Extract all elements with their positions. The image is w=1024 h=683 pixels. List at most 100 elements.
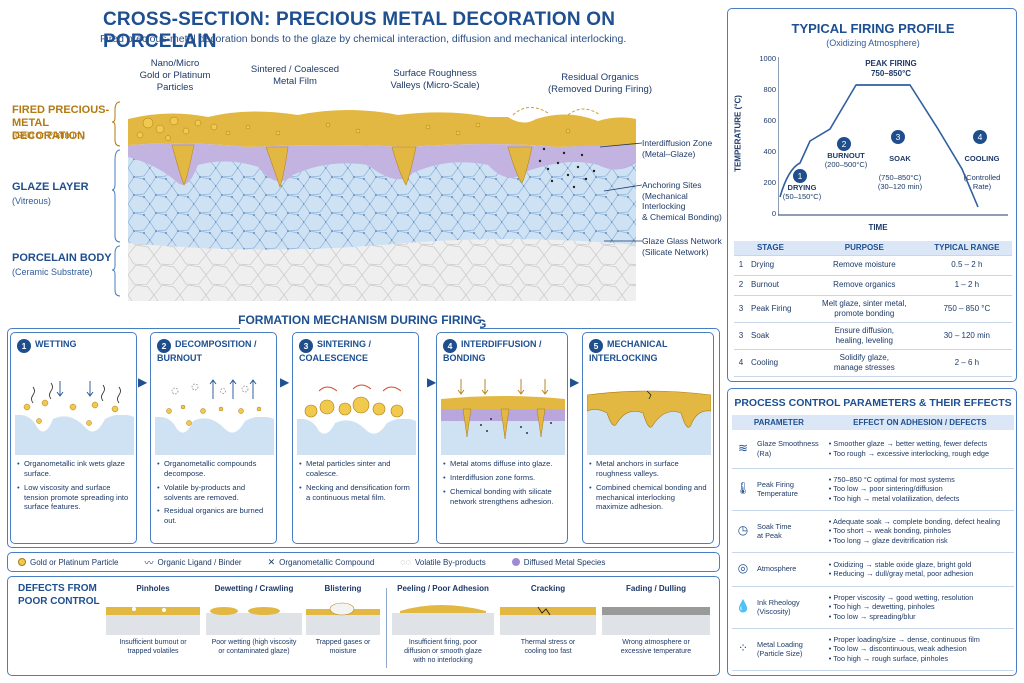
- defect-desc: Insufficient firing, poor diffusion or s…: [404, 639, 482, 664]
- phase-name: BURNOUT: [827, 151, 865, 160]
- parameter-effects: • Adequate soak → complete bonding, defe…: [825, 510, 1014, 553]
- parameter-name: Metal Loading (Particle Size): [754, 628, 826, 671]
- ytick: 0: [771, 209, 776, 218]
- defect-item: Dewetting / Crawling Poor wetting (high …: [204, 584, 304, 657]
- step-illustration: [155, 379, 274, 455]
- step-bullets: Organometallic ink wets glaze surface. L…: [17, 459, 132, 516]
- defect-illustration: [106, 607, 200, 635]
- step-bullets: Metal atoms diffuse into glaze. Interdif…: [443, 459, 563, 510]
- firing-profile-panel: TYPICAL FIRING PROFILE (Oxidizing Atmosp…: [727, 8, 1017, 382]
- effect: • Adequate soak → complete bonding, defe…: [828, 516, 1001, 526]
- phase-number: 3: [891, 130, 905, 145]
- step-title: SINTERING / COALESCENCE: [299, 339, 372, 363]
- step-number: 4: [443, 339, 457, 353]
- effect: • Too high → rough surface, pinholes: [828, 653, 949, 663]
- arrow-icon: ▶: [280, 375, 290, 389]
- firing-xlabel: TIME: [868, 223, 888, 232]
- label-organics: Residual Organics (Removed During Firing…: [547, 72, 652, 95]
- legend-bar: Gold or Platinum Particle 〰Organic Ligan…: [7, 552, 720, 572]
- stage-purpose: Remove moisture: [806, 255, 922, 276]
- col-effect: EFFECT ON ADHESION / DEFECTS: [825, 415, 1014, 430]
- swirl-icon: ◎: [732, 552, 754, 587]
- table-row: 1 Drying Remove moisture 0.5 – 2 h: [734, 255, 1012, 276]
- parameter-name: Ink Rheology (Viscosity): [754, 586, 826, 629]
- bullet: Organometallic ink wets glaze surface.: [17, 459, 132, 479]
- phase-number: 4: [973, 130, 987, 145]
- col-parameter: PARAMETER: [732, 415, 826, 430]
- defect-desc: Poor wetting (high viscosity or contamin…: [211, 639, 297, 655]
- table-row: 3 Peak Firing Melt glaze, sinter metal, …: [734, 295, 1012, 323]
- bullet: Combined chemical bonding and mechanical…: [589, 483, 709, 513]
- firing-stage-table: STAGE PURPOSE TYPICAL RANGE 1 Drying Rem…: [734, 241, 1012, 377]
- defect-desc: Wrong atmosphere or excessive temperatur…: [620, 639, 692, 655]
- label-particles: Nano/Micro Gold or Platinum Particles: [139, 58, 211, 93]
- legend-item: Gold or Platinum Particle: [18, 558, 118, 567]
- defect-illustration: [392, 605, 494, 635]
- col-range: TYPICAL RANGE: [921, 241, 1012, 256]
- arrow-icon: ▶: [570, 375, 580, 389]
- effect: • Smoother glaze → better wetting, fewer…: [828, 439, 988, 449]
- ytick: 200: [763, 178, 776, 187]
- stage-range: 2 – 6 h: [921, 349, 1012, 377]
- effect: • Reducing → dull/gray metal, poor adhes…: [828, 569, 974, 578]
- parameter-name: Glaze Smoothness (Ra): [754, 430, 826, 469]
- firing-curve: [778, 57, 1008, 216]
- step-title: INTERDIFFUSION / BONDING: [443, 339, 542, 363]
- legend-item: ◌◌Volatile By-products: [400, 557, 485, 567]
- phase-drying: 1 DRYING (50–150°C): [772, 169, 832, 202]
- bullet: Necking and densification form a continu…: [299, 483, 414, 503]
- clock-icon: ◷: [732, 510, 754, 553]
- stage-purpose: Ensure diffusion, healing, leveling: [806, 322, 922, 350]
- parameter-name: Peak Firing Temperature: [754, 468, 826, 511]
- phase-cooling: 4 COOLING (Controlled Rate): [952, 121, 1012, 191]
- defect-name: Peeling / Poor Adhesion: [397, 584, 489, 593]
- defect-divider: [386, 588, 387, 668]
- firing-ylabel: TEMPERATURE (°C): [733, 95, 743, 172]
- phase-range: (50–150°C): [782, 192, 822, 202]
- bullet: Volatile by-products and solvents are re…: [157, 483, 272, 503]
- step-title: DECOMPOSITION / BURNOUT: [157, 339, 257, 363]
- stage-num: 1: [734, 255, 748, 276]
- gold-particle-icon: [18, 558, 26, 566]
- defect-desc: Thermal stress or cooling too fast: [520, 639, 576, 655]
- step-number: 5: [589, 339, 603, 353]
- phase-number: 1: [793, 169, 807, 183]
- stage-name: Burnout: [748, 275, 807, 296]
- stage-range: 30 – 120 min: [921, 322, 1012, 350]
- droplet-icon: 💧: [732, 586, 754, 629]
- label-interdiffusion: Interdiffusion Zone (Metal–Glaze): [642, 138, 713, 159]
- layer-brackets: [112, 101, 121, 297]
- phase-range: (200–500°C): [824, 160, 868, 170]
- phase-name: COOLING: [964, 153, 1000, 163]
- layer-sub-decoration: (Gold or Platinum): [12, 130, 86, 140]
- table-row: ◷ Soak Time at Peak • Adequate soak → co…: [732, 510, 1014, 553]
- label-valleys: Surface Roughness Valleys (Micro-Scale): [390, 68, 480, 91]
- diffused-species-icon: [511, 558, 520, 566]
- process-control-table: PARAMETER EFFECT ON ADHESION / DEFECTS ≋…: [732, 415, 1014, 671]
- arrow-icon: ▶: [427, 375, 437, 389]
- stage-purpose: Solidify glaze, manage stresses: [806, 349, 922, 377]
- col-stage: STAGE: [734, 241, 807, 256]
- stage-range: 0.5 – 2 h: [921, 255, 1012, 276]
- label-film: Sintered / Coalesced Metal Film: [250, 64, 340, 87]
- phase-range: (750–850°C) (30–120 min): [877, 172, 923, 191]
- col-purpose: PURPOSE: [806, 241, 922, 256]
- parameter-effects: • Proper viscosity → good wetting, resol…: [825, 586, 1014, 629]
- defect-item: Blistering Trapped gases or moisture: [304, 584, 382, 657]
- thermometer-icon: 🌡: [732, 468, 754, 511]
- legend-item: Diffused Metal Species: [511, 558, 605, 567]
- legend-item: 〰Organic Ligand / Binder: [144, 556, 241, 569]
- legend-label: Organic Ligand / Binder: [157, 557, 242, 567]
- defect-item: Fading / Dulling Wrong atmosphere or exc…: [600, 584, 712, 657]
- defect-illustration: [206, 607, 302, 635]
- bullet: Organometallic compounds decompose.: [157, 459, 272, 479]
- process-control-title: PROCESS CONTROL PARAMETERS & THEIR EFFEC…: [734, 397, 1012, 409]
- step-illustration: [441, 379, 565, 455]
- page-subtitle: Fired precious-metal decoration bonds to…: [100, 33, 627, 45]
